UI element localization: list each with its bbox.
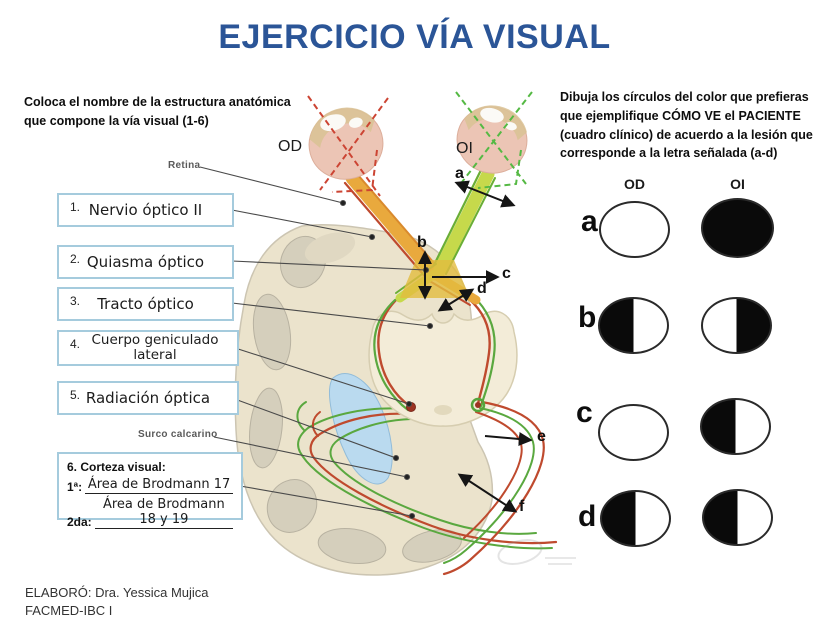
midbrain <box>368 310 518 427</box>
arrow-label-c: c <box>502 265 511 282</box>
optic-radiation-left <box>296 401 558 550</box>
answer-box-3-text: Tracto óptico <box>97 294 194 313</box>
optic-nerve-od <box>343 171 481 306</box>
answer-box-1-number: 1. <box>70 200 81 214</box>
lesion-arrows <box>418 180 533 513</box>
box6-line1-answer[interactable]: Área de Brodmann 17 <box>85 477 233 494</box>
lgn-right-marker <box>470 397 486 413</box>
box6-line2-label: 2da: <box>67 515 92 529</box>
visual-field-circle-a-od[interactable] <box>599 201 670 258</box>
eye-od <box>307 95 389 197</box>
visual-field-circle-c-oi[interactable] <box>700 398 771 455</box>
answer-box-5[interactable]: 5. Radiación óptica <box>57 381 239 415</box>
left-instruction: Coloca el nombre de la estructura anatóm… <box>24 95 291 128</box>
answer-box-2[interactable]: 2. Quiasma óptico <box>57 245 234 279</box>
answer-box-6[interactable]: 6. Corteza visual: 1ª: Área de Brodmann … <box>57 452 243 529</box>
right-instruction: Dibuja los círculos del color que prefie… <box>560 90 813 161</box>
box6-heading: 6. Corteza visual: <box>67 460 166 474</box>
answer-box-2-number: 2. <box>70 252 81 266</box>
retina-label: Retina <box>168 160 201 171</box>
brain-sagittal-section <box>234 223 494 576</box>
footer-institution: FACMED-IBC I <box>25 602 113 618</box>
answer-box-3-number: 3. <box>70 294 81 308</box>
optic-tract-right <box>467 294 496 408</box>
page-title: EJERCICIO VÍA VISUAL <box>218 18 611 56</box>
lesion-letter-c: c <box>576 396 593 429</box>
visual-field-circle-d-oi[interactable] <box>702 489 773 546</box>
arrow-label-f: f <box>519 498 525 515</box>
vf-col-header-od: OD <box>624 176 645 192</box>
surco-calcarino-label: Surco calcarino <box>138 429 218 440</box>
arrow-label-b: b <box>417 234 427 251</box>
lesion-letter-a: a <box>581 205 598 238</box>
box6-line1-label: 1ª: <box>67 480 83 494</box>
arrow-label-e: e <box>537 428 546 445</box>
answer-box-4[interactable]: 4. Cuerpo geniculado lateral <box>57 330 239 366</box>
answer-box-3[interactable]: 3. Tracto óptico <box>57 287 234 321</box>
eye-oi-label: OI <box>456 140 473 157</box>
footer-author: ELABORÓ: Dra. Yessica Mujica <box>25 585 209 600</box>
answer-box-2-text: Quiasma óptico <box>86 252 205 271</box>
watermark <box>497 539 576 565</box>
arrow-label-a: a <box>455 165 464 182</box>
answer-box-1-text: Nervio óptico II <box>88 200 203 219</box>
lgn-left-marker <box>406 402 416 412</box>
visual-field-circle-d-od[interactable] <box>600 490 671 547</box>
lesion-letter-b: b <box>578 301 597 334</box>
optic-nerve-oi <box>395 167 496 303</box>
vf-col-header-oi: OI <box>730 176 745 192</box>
visual-field-circle-b-od[interactable] <box>598 297 669 354</box>
answer-box-4-text: Cuerpo geniculado lateral <box>91 331 219 363</box>
optic-radiation-right <box>442 400 545 576</box>
answer-box-5-number: 5. <box>70 388 81 402</box>
visual-field-circle-c-od[interactable] <box>598 404 669 461</box>
eye-od-label: OD <box>278 138 302 155</box>
lesion-letter-d: d <box>578 500 597 533</box>
visual-field-circle-b-oi[interactable] <box>701 297 772 354</box>
answer-box-5-text: Radiación óptica <box>85 388 211 407</box>
answer-box-4-number: 4. <box>70 337 81 351</box>
optic-tract-left <box>373 295 412 412</box>
arrow-label-d: d <box>477 280 487 297</box>
box6-line2-answer[interactable]: Área de Brodmann 18 y 19 <box>94 497 233 529</box>
optic-chiasm <box>400 260 470 298</box>
lateral-ventricle <box>329 373 393 485</box>
visual-field-circle-a-oi[interactable] <box>701 198 774 258</box>
answer-box-1[interactable]: 1. Nervio óptico II <box>57 193 234 227</box>
